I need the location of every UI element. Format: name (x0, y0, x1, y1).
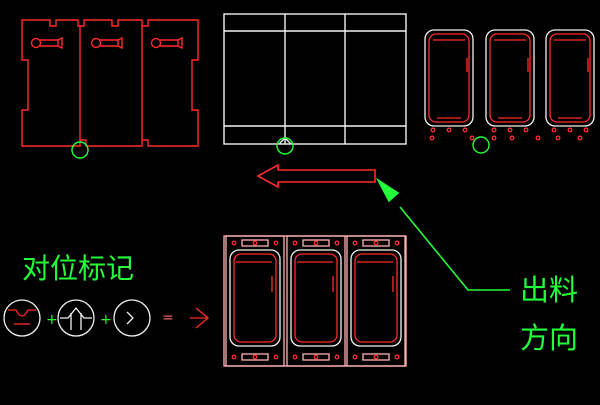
registration-dot (429, 135, 435, 141)
alignment-highlight-circle (276, 137, 294, 155)
rounded-cavity (424, 29, 474, 133)
alignment-mark-label: 对位标记 (22, 252, 134, 285)
framed-cavity (346, 235, 406, 367)
registration-dot (491, 135, 497, 141)
legend-plus: + (46, 312, 58, 328)
registration-dot (469, 135, 475, 141)
registration-dot (509, 135, 515, 141)
alignment-mark-3 (113, 299, 151, 337)
legend-equals: = (162, 310, 174, 326)
panel-white-strip (223, 13, 407, 145)
feed-direction-arrow (256, 163, 376, 189)
strip-outline (21, 19, 199, 147)
pointer-arrowhead (375, 177, 400, 203)
registration-dot (577, 135, 583, 141)
alignment-highlight-circle (472, 136, 490, 154)
alignment-legend: + + = (3, 299, 210, 337)
rounded-cavity (485, 29, 535, 133)
panel-rounded-cavities (424, 29, 595, 141)
framed-cavity (286, 235, 346, 367)
legend-plus: + (100, 312, 112, 328)
keyhole-slot (90, 36, 123, 50)
keyhole-slot (150, 36, 183, 50)
alignment-mark-2 (57, 299, 95, 337)
alignment-mark-1 (3, 299, 41, 337)
feed-direction-label-line1: 出料 (520, 273, 578, 307)
keyhole-slot (30, 36, 63, 50)
pointer-leader (375, 177, 510, 291)
framed-cavity (225, 235, 285, 367)
feed-direction-label-line2: 方向 (520, 321, 578, 355)
panel-red-notched-strip (21, 19, 199, 147)
panel-combined-layout (223, 235, 407, 367)
registration-dot (535, 135, 541, 141)
rounded-cavity (545, 29, 595, 133)
alignment-mark-result (190, 307, 210, 329)
alignment-highlight-circle (71, 141, 89, 159)
registration-dot (555, 135, 561, 141)
